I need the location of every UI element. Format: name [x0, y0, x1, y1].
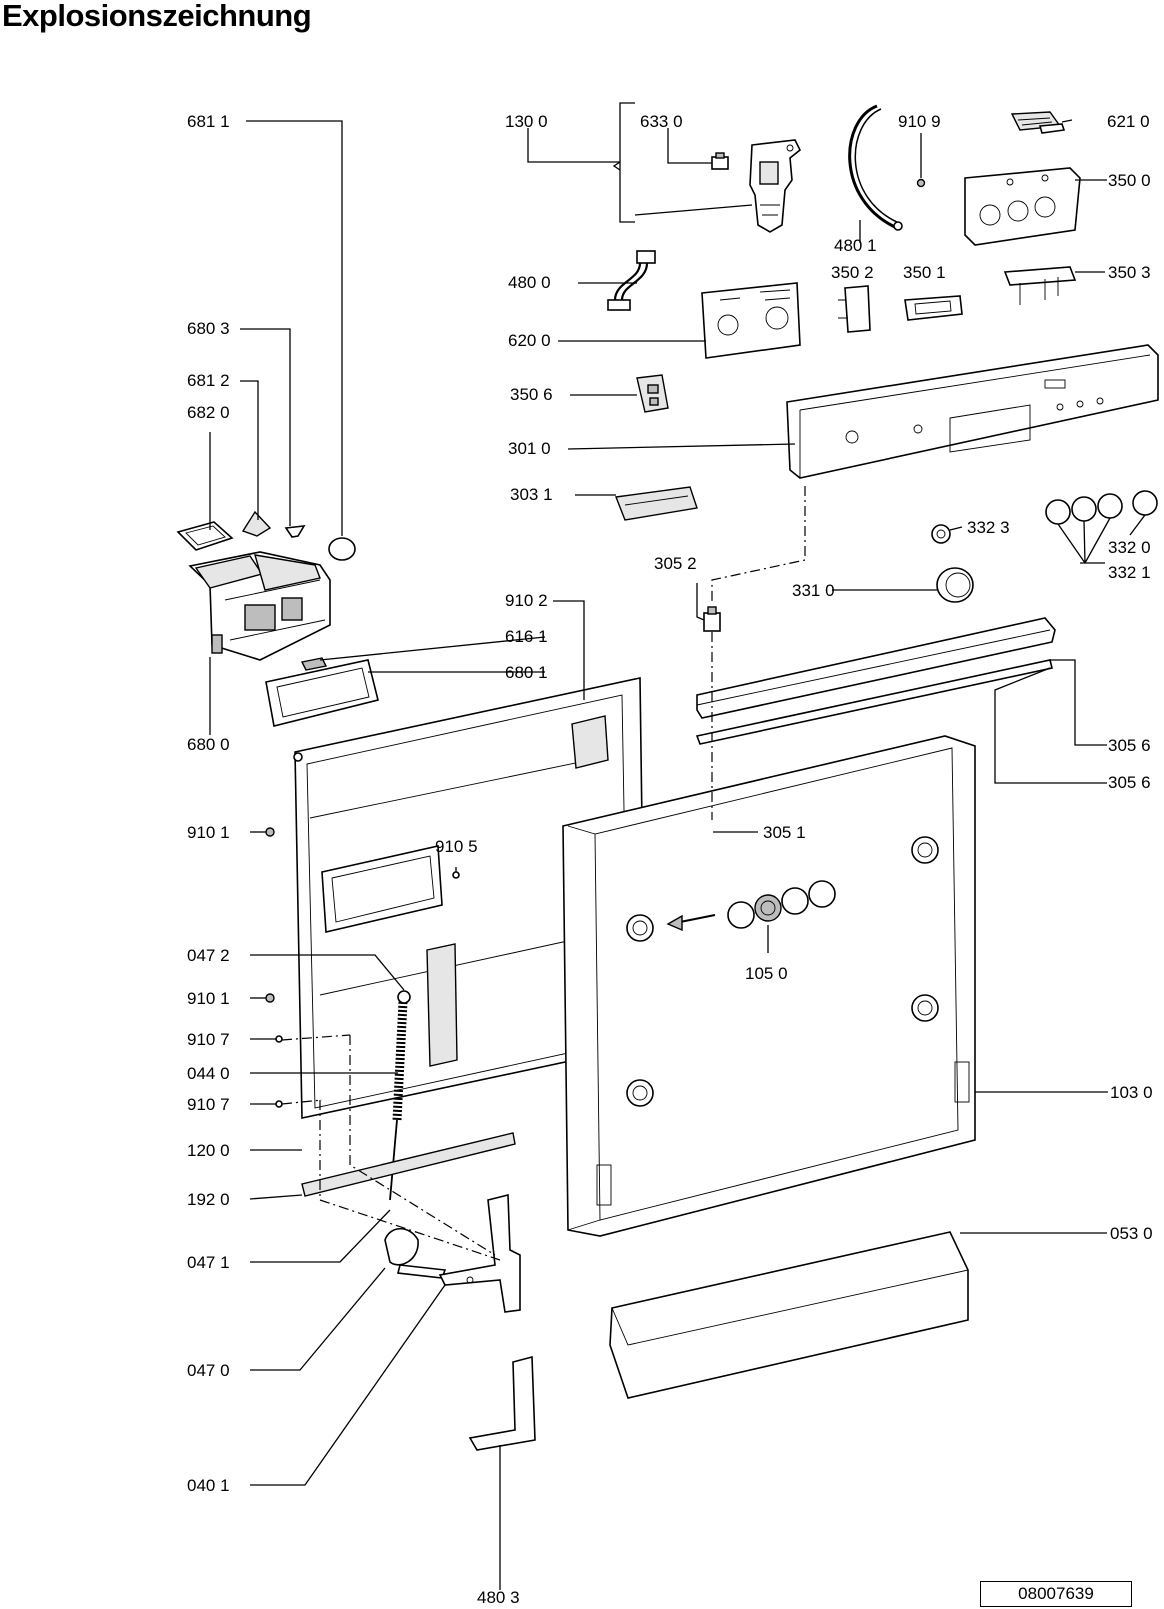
part-480-0	[607, 250, 656, 311]
label-350-3: 350 3	[1108, 263, 1151, 282]
part-633-0	[711, 152, 729, 170]
label-047-1: 047 1	[187, 1253, 230, 1272]
label-130-0: 130 0	[505, 112, 548, 131]
part-350-2	[838, 285, 871, 333]
part-350-0	[964, 167, 1081, 246]
part-910-5	[452, 871, 460, 879]
part-040-1	[438, 1193, 521, 1313]
part-910-7	[275, 1035, 283, 1108]
part-044-0	[389, 990, 411, 1201]
label-910-7-upper: 910 7	[187, 1030, 230, 1049]
label-620-0: 620 0	[508, 331, 551, 350]
part-332-0	[1132, 490, 1158, 516]
label-053-0: 053 0	[1110, 1224, 1153, 1243]
label-910-1-lower: 910 1	[187, 989, 230, 1008]
label-680-1: 680 1	[505, 663, 548, 682]
label-350-0: 350 0	[1108, 171, 1151, 190]
label-910-2: 910 2	[505, 591, 548, 610]
page-title: Explosionszeichnung	[2, 0, 312, 33]
part-480-1	[848, 104, 903, 231]
label-350-2: 350 2	[831, 263, 874, 282]
label-192-0: 192 0	[187, 1190, 230, 1209]
part-130-0	[749, 139, 802, 233]
part-305-2	[703, 606, 721, 632]
part-305-6	[695, 617, 1056, 745]
label-680-0: 680 0	[187, 735, 230, 754]
part-301-0	[786, 344, 1159, 479]
label-040-1: 040 1	[187, 1476, 230, 1495]
label-480-1: 480 1	[834, 236, 877, 255]
part-332-3	[931, 524, 951, 544]
label-480-0: 480 0	[508, 273, 551, 292]
label-047-0: 047 0	[187, 1361, 230, 1380]
label-305-1: 305 1	[763, 823, 806, 842]
leader-lines	[209, 102, 1146, 1590]
label-305-6-lower: 305 6	[1108, 773, 1151, 792]
part-103-0	[562, 735, 976, 1237]
part-350-1	[904, 295, 963, 321]
label-305-6-upper: 305 6	[1108, 736, 1151, 755]
label-910-1-upper: 910 1	[187, 823, 230, 842]
label-105-0: 105 0	[745, 964, 788, 983]
part-621-0	[1010, 111, 1066, 134]
part-480-3	[468, 1355, 536, 1451]
part-331-0	[936, 567, 974, 603]
part-labels: 681 1 130 0 633 0 910 9 621 0 350 0 480 …	[187, 112, 1153, 1607]
label-332-0: 332 0	[1108, 538, 1151, 557]
label-331-0: 331 0	[792, 581, 835, 600]
label-681-1: 681 1	[187, 112, 230, 131]
part-680-3	[284, 525, 306, 538]
label-633-0: 633 0	[640, 112, 683, 131]
part-682-0	[176, 521, 234, 551]
label-332-1: 332 1	[1108, 563, 1151, 582]
part-105-0	[626, 836, 939, 1107]
part-616-1	[300, 657, 328, 671]
label-044-0: 044 0	[187, 1064, 230, 1083]
part-303-1	[615, 486, 698, 521]
label-047-2: 047 2	[187, 946, 230, 965]
label-303-1: 303 1	[510, 485, 553, 504]
label-103-0: 103 0	[1110, 1083, 1153, 1102]
label-910-9: 910 9	[898, 112, 941, 131]
part-047-0	[384, 1227, 447, 1279]
label-332-3: 332 3	[967, 518, 1010, 537]
assembly-lines	[281, 486, 806, 1261]
part-120-0	[293, 677, 646, 1119]
label-305-2: 305 2	[654, 554, 697, 573]
document-number-box: 08007639	[980, 1581, 1132, 1607]
label-621-0: 621 0	[1107, 112, 1150, 131]
label-910-5: 910 5	[435, 837, 478, 856]
label-681-2: 681 2	[187, 371, 230, 390]
label-120-0: 120 0	[187, 1141, 230, 1160]
label-616-1: 616 1	[505, 627, 548, 646]
part-910-1	[265, 827, 275, 1003]
part-680-1	[265, 659, 379, 727]
part-680-0	[188, 551, 331, 661]
part-053-0	[609, 1231, 969, 1399]
label-350-6: 350 6	[510, 385, 553, 404]
part-681-2	[241, 510, 272, 537]
label-910-7-lower: 910 7	[187, 1095, 230, 1114]
label-480-3: 480 3	[477, 1588, 520, 1607]
label-682-0: 682 0	[187, 403, 230, 422]
label-680-3: 680 3	[187, 319, 230, 338]
part-350-3	[1003, 266, 1077, 305]
part-620-0	[701, 282, 801, 359]
part-910-9	[916, 178, 926, 188]
part-332-1	[1045, 493, 1123, 525]
part-350-6	[636, 374, 669, 413]
part-192-0	[301, 1132, 516, 1197]
label-350-1: 350 1	[903, 263, 946, 282]
part-681-1	[328, 537, 356, 561]
label-301-0: 301 0	[508, 439, 551, 458]
